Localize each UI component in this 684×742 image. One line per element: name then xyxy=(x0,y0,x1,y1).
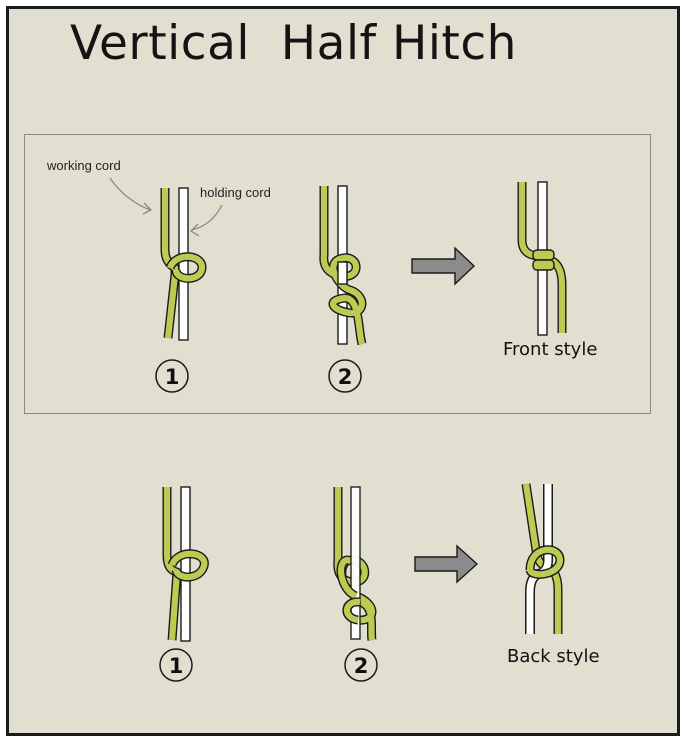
back-style-result xyxy=(521,483,565,634)
front-step2-number: 2 xyxy=(338,365,353,389)
back-step1-badge xyxy=(159,648,193,682)
holding-cord-pointer-head xyxy=(189,223,200,237)
front-step2-knot xyxy=(319,185,367,346)
holding-cord-label: holding cord xyxy=(200,185,271,200)
diagram-title: Vertical Half Hitch xyxy=(70,16,517,71)
front-arrow xyxy=(411,246,476,286)
working-cord-pointer xyxy=(109,177,151,211)
front-step2-badge xyxy=(328,359,362,393)
back-step1-knot xyxy=(162,486,209,642)
front-style-result xyxy=(517,181,567,336)
front-step1-knot xyxy=(160,187,207,341)
diagram-frame xyxy=(6,6,680,736)
back-step2-number: 2 xyxy=(354,654,369,678)
holding-cord-pointer xyxy=(191,204,223,231)
back-style-caption: Back style xyxy=(507,646,600,667)
front-step1-number: 1 xyxy=(165,365,180,389)
back-step2-badge xyxy=(344,648,378,682)
back-step2-knot xyxy=(333,486,377,641)
working-cord-label: working cord xyxy=(47,158,121,173)
front-style-caption: Front style xyxy=(503,339,598,360)
back-arrow xyxy=(414,544,479,584)
front-step1-badge xyxy=(155,359,189,393)
back-step1-number: 1 xyxy=(169,654,184,678)
front-style-panel xyxy=(24,134,651,414)
working-cord-pointer-head xyxy=(142,202,153,215)
